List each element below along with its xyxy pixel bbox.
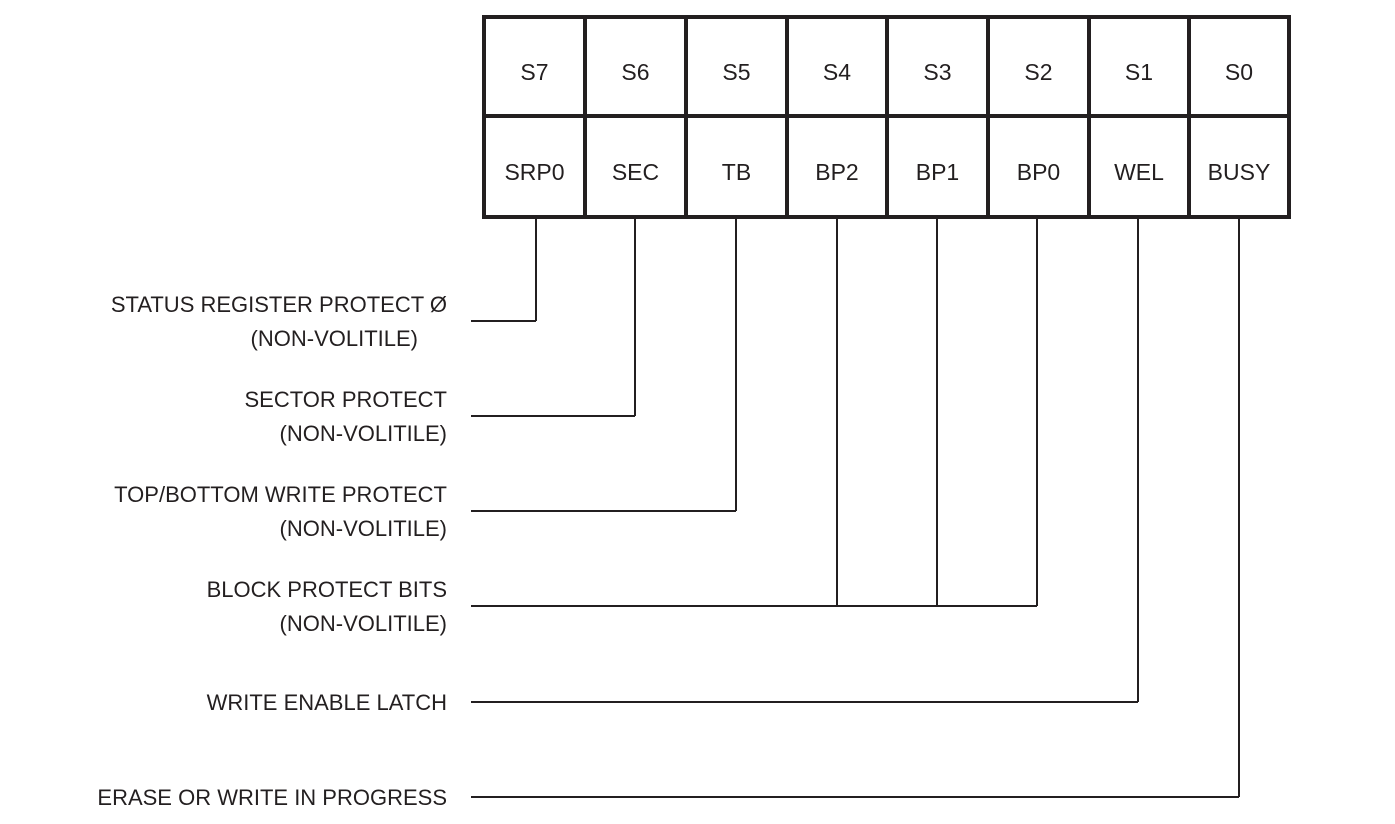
bit-number-s0: S0 [1225, 59, 1253, 85]
description-label-6-line-1: ERASE OR WRITE IN PROGRESS [97, 785, 447, 810]
bit-number-s3: S3 [923, 59, 951, 85]
leader-lines [471, 217, 1240, 798]
description-label-1-line-1: STATUS REGISTER PROTECT Ø [111, 292, 447, 317]
bit-number-s4: S4 [823, 59, 851, 85]
bit-number-s5: S5 [722, 59, 750, 85]
description-label-5-line-1: WRITE ENABLE LATCH [207, 690, 447, 715]
description-label-1-line-2: (NON-VOLITILE) [251, 326, 418, 351]
bit-number-s6: S6 [621, 59, 649, 85]
description-label-2-line-2: (NON-VOLITILE) [280, 421, 447, 446]
bit-number-s7: S7 [520, 59, 548, 85]
bit-name-wel: WEL [1114, 159, 1164, 185]
bit-name-srp0: SRP0 [504, 159, 564, 185]
bit-name-bp1: BP1 [916, 159, 959, 185]
bit-number-s2: S2 [1024, 59, 1052, 85]
bit-name-busy: BUSY [1208, 159, 1271, 185]
description-label-4-line-1: BLOCK PROTECT BITS [207, 577, 447, 602]
description-label-2-line-1: SECTOR PROTECT [244, 387, 447, 412]
bit-name-bp2: BP2 [815, 159, 858, 185]
description-labels: STATUS REGISTER PROTECT Ø (NON-VOLITILE) S… [97, 292, 447, 810]
bit-name-bp0: BP0 [1017, 159, 1060, 185]
description-label-3-line-2: (NON-VOLITILE) [280, 516, 447, 541]
description-label-3-line-1: TOP/BOTTOM WRITE PROTECT [114, 482, 447, 507]
description-label-4-line-2: (NON-VOLITILE) [280, 611, 447, 636]
bit-name-sec: SEC [612, 159, 659, 185]
bit-name-tb: TB [722, 159, 751, 185]
bit-number-s1: S1 [1125, 59, 1153, 85]
